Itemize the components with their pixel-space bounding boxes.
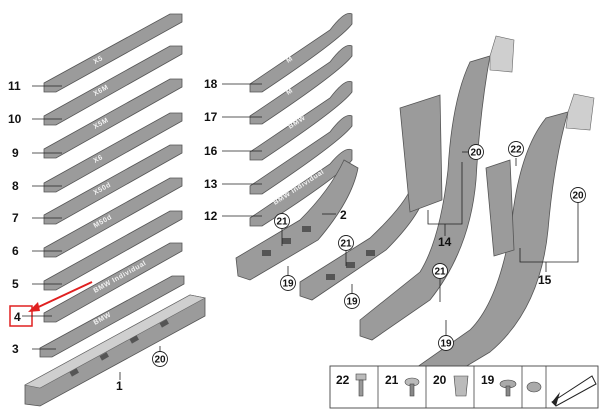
svg-text:19: 19 [440, 339, 452, 350]
callout-20-b: 20 [570, 187, 586, 203]
strip-6: M50d [43, 177, 183, 258]
part-icon [526, 381, 542, 393]
label-3: 3 [12, 342, 19, 356]
strip-7: X50d [43, 144, 183, 225]
strip-18: M [249, 12, 353, 93]
svg-text:21: 21 [340, 239, 352, 250]
callout-19-b: 19 [344, 293, 360, 309]
label-5: 5 [12, 277, 19, 291]
label-11: 11 [8, 79, 21, 93]
callout-19-c: 19 [438, 335, 454, 351]
label-13: 13 [204, 177, 218, 191]
label-1: 1 [116, 379, 123, 393]
svg-text:19: 19 [282, 279, 294, 290]
svg-text:20: 20 [572, 191, 584, 202]
callout-20-c: 20 [152, 351, 168, 367]
callout-22: 22 [508, 141, 524, 157]
legend-label-22: 22 [336, 373, 350, 387]
svg-text:21: 21 [434, 267, 446, 278]
callout-21-a: 21 [274, 213, 290, 229]
clip-20-icon [453, 375, 469, 397]
strip-13 [249, 114, 353, 195]
arrow-strip-icon [551, 375, 597, 407]
callout-21-c: 21 [432, 263, 448, 279]
label-6: 6 [12, 244, 19, 258]
label-12: 12 [204, 209, 218, 223]
svg-text:21: 21 [276, 217, 288, 228]
svg-text:20: 20 [470, 148, 482, 159]
callout-21-b: 21 [338, 235, 354, 251]
strip-17-engraving: M [285, 87, 294, 96]
label-4: 4 [14, 310, 21, 324]
svg-text:22: 22 [510, 145, 522, 156]
label-15: 15 [538, 273, 552, 287]
svg-text:19: 19 [346, 297, 358, 308]
label-8: 8 [12, 179, 19, 193]
strip-5 [43, 210, 183, 291]
door-pull-14 [359, 35, 515, 341]
legend-label-21: 21 [385, 373, 399, 387]
label-9: 9 [12, 146, 19, 160]
callout-20-a: 20 [468, 144, 484, 160]
legend-label-20: 20 [433, 373, 447, 387]
fastener-legend: 22 21 20 19 [329, 365, 599, 409]
label-14: 14 [438, 235, 452, 249]
clip-22-icon [355, 373, 367, 397]
screw-21-icon [404, 377, 420, 397]
strip-10: X6M [43, 45, 183, 126]
strip-17: M [249, 44, 353, 125]
legend-label-19: 19 [481, 373, 495, 387]
strip-18-engraving: M [285, 55, 294, 64]
strip-11-engraving: X5 [93, 55, 105, 66]
svg-text:20: 20 [154, 355, 166, 366]
label-17: 17 [204, 110, 218, 124]
strip-8: X6 [43, 112, 183, 193]
screw-19-icon [499, 379, 517, 397]
door-pull-15 [389, 93, 595, 407]
strip-9: X5M [43, 78, 183, 159]
label-16: 16 [204, 144, 218, 158]
panel-2 [235, 159, 359, 281]
sill-1 [24, 294, 206, 407]
label-18: 18 [204, 77, 218, 91]
callout-19-a: 19 [280, 275, 296, 291]
label-7: 7 [12, 211, 19, 225]
label-10: 10 [8, 112, 22, 126]
label-2: 2 [340, 208, 347, 222]
strip-11: X5 [43, 13, 183, 93]
strip-8-engraving: X6 [93, 154, 105, 165]
